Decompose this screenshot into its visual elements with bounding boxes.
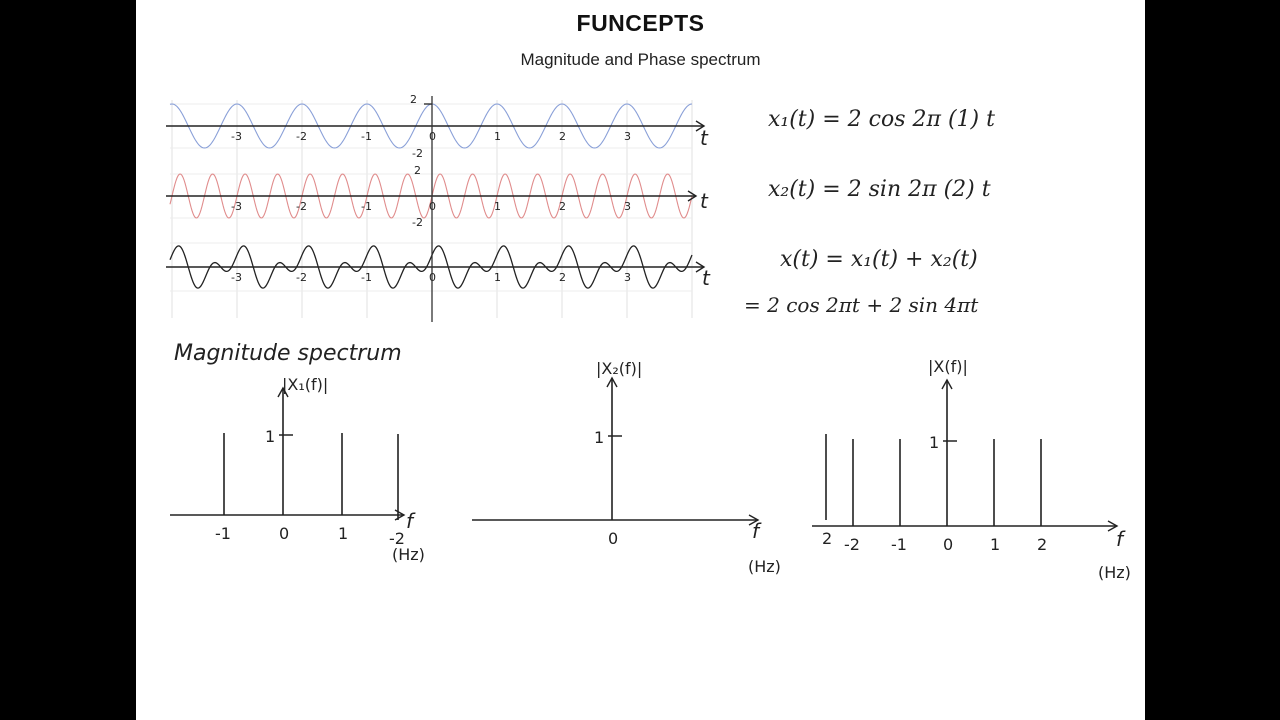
time-grid bbox=[170, 100, 693, 318]
frequency-unit-label: (Hz) bbox=[748, 557, 781, 576]
spectrum-title: |X(f)| bbox=[928, 357, 968, 376]
frequency-axis-arrow bbox=[748, 514, 760, 526]
time-tick-label: -1 bbox=[361, 130, 372, 143]
frequency-tick-label: -2 bbox=[844, 535, 860, 554]
time-tick-label: -3 bbox=[231, 130, 242, 143]
magnitude-axis-arrow bbox=[606, 376, 618, 388]
whiteboard-page: FUNCEPTS Magnitude and Phase spectrum t … bbox=[136, 0, 1145, 720]
frequency-tick-label: 0 bbox=[279, 524, 289, 543]
spectrum-title: |X₁(f)| bbox=[282, 375, 328, 394]
frequency-tick-label: -1 bbox=[215, 524, 231, 543]
spectrum-chart-2: 1 |X₂(f)| -2 0 2 f (Hz) bbox=[389, 359, 832, 576]
time-tick-label: -2 bbox=[296, 130, 307, 143]
x1-t-label: t bbox=[700, 126, 709, 150]
x2-amp-label-top: 2 bbox=[414, 164, 421, 177]
frequency-tick-label: 2 bbox=[1037, 535, 1047, 554]
time-tick-label: -3 bbox=[231, 200, 242, 213]
magnitude-spectra: 1 |X₁(f)| -1 0 1 f (Hz) 1 |X₂(f)| -2 0 2 f (Hz) 1 |X(f)… bbox=[170, 357, 1131, 582]
time-tick-label: 1 bbox=[494, 130, 501, 143]
frequency-label: f bbox=[752, 519, 762, 543]
frequency-tick-label: 2 bbox=[822, 529, 832, 548]
sum-t-label: t bbox=[702, 266, 711, 290]
spectrum-title: |X₂(f)| bbox=[596, 359, 642, 378]
frequency-tick-label: -1 bbox=[891, 535, 907, 554]
spectrum-chart-1: 1 |X₁(f)| -1 0 1 f (Hz) bbox=[170, 375, 425, 564]
frequency-tick-label: 1 bbox=[338, 524, 348, 543]
time-tick-label: -1 bbox=[361, 200, 372, 213]
sum-waveform bbox=[169, 245, 693, 289]
sum-axis-arrow bbox=[695, 261, 706, 273]
x2-waveform bbox=[169, 173, 693, 219]
time-tick-label: 1 bbox=[494, 200, 501, 213]
frequency-label: f bbox=[1116, 527, 1126, 551]
frequency-label: f bbox=[406, 509, 416, 533]
frequency-tick-label: 0 bbox=[943, 535, 953, 554]
equations: x₁(t) = 2 cos 2π (1) t x₂(t) = 2 sin 2π … bbox=[744, 107, 995, 317]
x1-amp-label-bottom: -2 bbox=[412, 147, 423, 160]
page-title: FUNCEPTS bbox=[576, 10, 705, 36]
magnitude-axis-arrow bbox=[941, 378, 953, 390]
magnitude-spectrum-label: Magnitude spectrum bbox=[174, 341, 402, 366]
equation-x1: x₁(t) = 2 cos 2π (1) t bbox=[768, 107, 995, 132]
equation-x2: x₂(t) = 2 sin 2π (2) t bbox=[768, 177, 991, 202]
time-tick-label: 2 bbox=[559, 200, 566, 213]
time-tick-label: -2 bbox=[296, 200, 307, 213]
x2-amp-label-bottom: -2 bbox=[412, 216, 423, 229]
frequency-tick-label: 0 bbox=[608, 529, 618, 548]
sum-tick-labels: -3-2-10123 bbox=[231, 271, 631, 284]
x1-axis-arrow bbox=[695, 120, 706, 132]
page-subtitle: Magnitude and Phase spectrum bbox=[520, 50, 761, 69]
time-tick-label: 2 bbox=[559, 271, 566, 284]
frequency-unit-label: (Hz) bbox=[1098, 563, 1131, 582]
frequency-axis-arrow bbox=[1107, 520, 1119, 532]
x2-axis-arrow bbox=[687, 190, 698, 202]
frequency-tick-label: -2 bbox=[389, 529, 405, 548]
time-tick-label: 2 bbox=[559, 130, 566, 143]
spectrum-chart-3: 1 |X(f)| -2 -1 0 1 2 f (Hz) bbox=[812, 357, 1131, 582]
plot-x1: t -3-2-10123 2 -2 bbox=[166, 93, 709, 160]
magnitude-tick-label: 1 bbox=[594, 428, 604, 447]
equation-sum: x(t) = x₁(t) + x₂(t) bbox=[780, 247, 978, 272]
time-tick-label: 3 bbox=[624, 271, 631, 284]
x1-tick-labels: -3-2-10123 bbox=[231, 130, 631, 143]
equation-sum-expanded: = 2 cos 2πt + 2 sin 4πt bbox=[744, 293, 979, 317]
time-tick-label: -2 bbox=[296, 271, 307, 284]
frequency-tick-label: 1 bbox=[990, 535, 1000, 554]
magnitude-axis-arrow bbox=[277, 386, 289, 398]
x2-tick-labels: -3-2-10123 bbox=[231, 200, 631, 213]
magnitude-tick-label: 1 bbox=[929, 433, 939, 452]
time-domain-plots: t -3-2-10123 2 -2 t -3-2-10123 2 -2 bbox=[166, 93, 711, 322]
time-tick-label: 3 bbox=[624, 130, 631, 143]
magnitude-tick-label: 1 bbox=[265, 427, 275, 446]
time-tick-label: 1 bbox=[494, 271, 501, 284]
time-tick-label: -1 bbox=[361, 271, 372, 284]
frequency-unit-label: (Hz) bbox=[392, 545, 425, 564]
plot-sum: t -3-2-10123 bbox=[166, 245, 711, 290]
x2-t-label: t bbox=[700, 189, 709, 213]
time-tick-label: 3 bbox=[624, 200, 631, 213]
x1-amp-label-top: 2 bbox=[410, 93, 417, 106]
time-tick-label: -3 bbox=[231, 271, 242, 284]
plot-x2: t -3-2-10123 2 -2 bbox=[166, 164, 709, 229]
diagram-canvas: t -3 -2 -1 0 1 2 3 2 -2 t -3 -2 -1 0 1 2 3 2 -2 bbox=[166, 93, 1131, 582]
